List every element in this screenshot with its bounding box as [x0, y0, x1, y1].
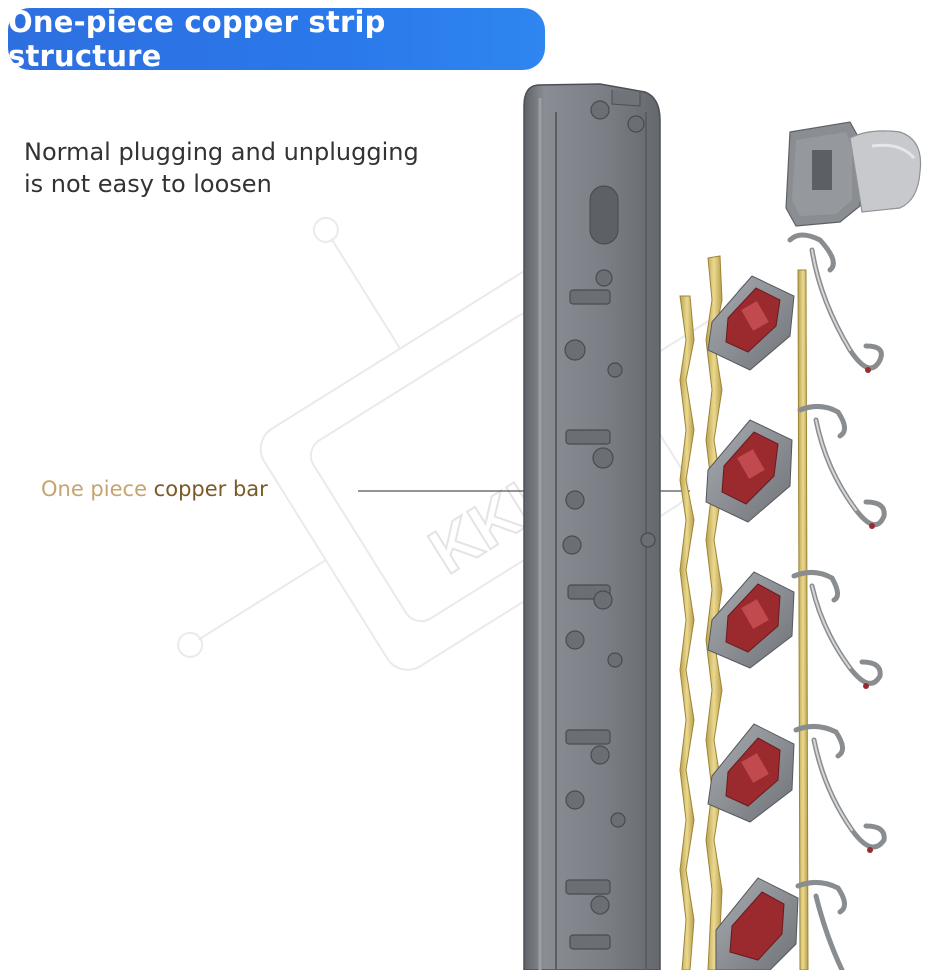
callout-part-2: copper bar [153, 477, 268, 501]
title-banner: One-piece copper strip structure [8, 5, 545, 73]
socket-modules [705, 275, 799, 970]
copper-bars [679, 255, 809, 970]
copper-bar-callout-label: One piece copper bar [41, 477, 268, 501]
description-line-2: is not easy to loosen [24, 170, 272, 198]
switch-module [785, 121, 922, 227]
socket-module-3 [707, 571, 795, 669]
socket-module-4 [707, 723, 795, 823]
page-title: One-piece copper strip structure [8, 5, 386, 73]
socket-module-5 [715, 877, 799, 970]
description-line-1: Normal plugging and unplugging [24, 138, 419, 166]
feature-description: Normal plugging and unplugging is not ea… [24, 136, 484, 200]
socket-module-2 [705, 419, 793, 523]
socket-module-1 [707, 275, 795, 371]
callout-part-1: One piece [41, 477, 147, 501]
spring-contacts [787, 232, 887, 970]
power-strip-housing [523, 83, 661, 970]
